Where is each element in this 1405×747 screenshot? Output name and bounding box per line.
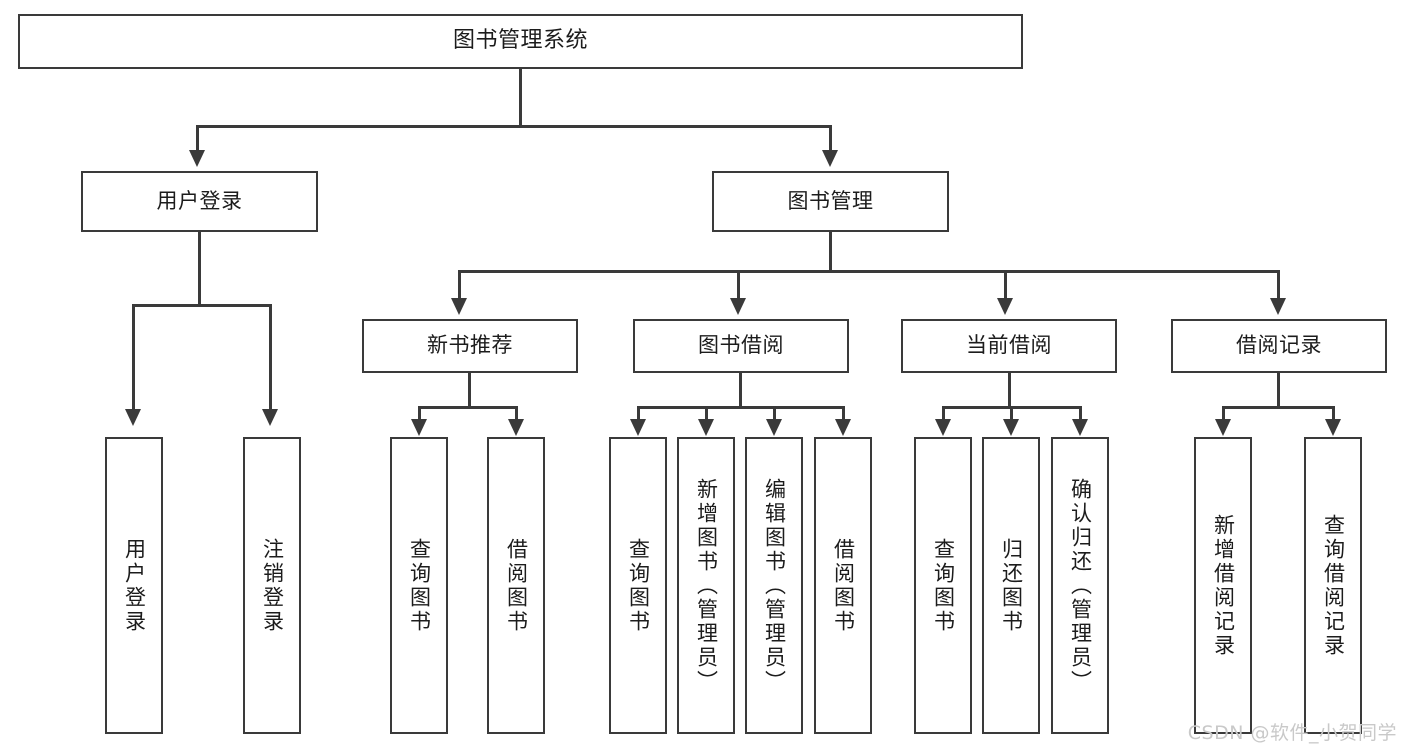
node-leaf-query-book-3-label: 查询图书	[931, 537, 956, 634]
node-leaf-user-login-label: 用户登录	[122, 537, 147, 634]
edge-bb-drop-4	[842, 406, 845, 420]
edge-cb-drop-1	[942, 406, 945, 420]
node-root-label: 图书管理系统	[452, 28, 588, 54]
edge-root-to-book-manage	[829, 125, 832, 151]
edge-root-bus	[196, 125, 832, 128]
node-leaf-edit-book[interactable]: 编辑图书（管理员）	[745, 437, 803, 734]
node-leaf-query-book-2[interactable]: 查询图书	[609, 437, 667, 734]
node-leaf-confirm-return[interactable]: 确认归还（管理员）	[1051, 437, 1109, 734]
arrowhead-borrow-record	[1270, 298, 1286, 315]
node-leaf-add-record-label: 新增借阅记录	[1211, 513, 1236, 658]
node-current-borrow-label: 当前借阅	[966, 333, 1052, 358]
node-leaf-add-book[interactable]: 新增图书（管理员）	[677, 437, 735, 734]
node-leaf-add-book-label: 新增图书（管理员）	[694, 477, 719, 694]
arrowhead-leaf-borrow-book-2	[835, 419, 851, 436]
node-borrow-record[interactable]: 借阅记录	[1171, 319, 1387, 373]
arrowhead-leaf-query-book-1	[411, 419, 427, 436]
arrowhead-leaf-query-book-2	[630, 419, 646, 436]
edge-nbr-stem	[468, 373, 471, 409]
node-leaf-logout[interactable]: 注销登录	[243, 437, 301, 734]
arrowhead-leaf-confirm-return	[1072, 419, 1088, 436]
arrowhead-book-borrow	[730, 298, 746, 315]
node-leaf-query-book-1[interactable]: 查询图书	[390, 437, 448, 734]
edge-bm-drop-4	[1277, 270, 1280, 299]
edge-br-drop-2	[1332, 406, 1335, 420]
edge-br-bus	[1222, 406, 1335, 409]
node-leaf-add-record[interactable]: 新增借阅记录	[1194, 437, 1252, 734]
node-leaf-edit-book-label: 编辑图书（管理员）	[762, 477, 787, 694]
node-root[interactable]: 图书管理系统	[18, 14, 1023, 69]
node-leaf-borrow-book-1-label: 借阅图书	[504, 537, 529, 634]
arrowhead-leaf-logout	[262, 409, 278, 426]
node-book-manage-label: 图书管理	[787, 188, 874, 213]
arrowhead-leaf-query-book-3	[935, 419, 951, 436]
edge-nbr-bus	[418, 406, 518, 409]
node-new-book-rec[interactable]: 新书推荐	[362, 319, 578, 373]
edge-cb-drop-3	[1079, 406, 1082, 420]
edge-nbr-drop-2	[515, 406, 518, 420]
arrowhead-new-book-rec	[451, 298, 467, 315]
edge-br-stem	[1277, 373, 1280, 409]
node-leaf-query-book-2-label: 查询图书	[626, 537, 651, 634]
arrowhead-leaf-return-book	[1003, 419, 1019, 436]
node-leaf-borrow-book-2[interactable]: 借阅图书	[814, 437, 872, 734]
edge-br-drop-1	[1222, 406, 1225, 420]
node-leaf-query-record-label: 查询借阅记录	[1321, 513, 1346, 658]
arrowhead-user-login	[189, 150, 205, 167]
node-leaf-return-book-label: 归还图书	[999, 537, 1024, 634]
arrowhead-leaf-borrow-book-1	[508, 419, 524, 436]
node-new-book-rec-label: 新书推荐	[427, 333, 513, 358]
node-leaf-query-book-1-label: 查询图书	[407, 537, 432, 634]
node-user-login-label: 用户登录	[156, 188, 243, 213]
edge-user-login-stem	[198, 232, 201, 306]
node-user-login[interactable]: 用户登录	[81, 171, 318, 232]
node-book-borrow-label: 图书借阅	[698, 333, 784, 358]
node-leaf-user-login[interactable]: 用户登录	[105, 437, 163, 734]
edge-user-login-drop-2	[269, 304, 272, 410]
edge-bm-drop-2	[737, 270, 740, 299]
arrowhead-leaf-edit-book	[766, 419, 782, 436]
node-leaf-return-book[interactable]: 归还图书	[982, 437, 1040, 734]
edge-root-to-user-login	[196, 125, 199, 151]
edge-book-manage-stem	[829, 232, 832, 272]
edge-bb-bus	[637, 406, 845, 409]
node-leaf-query-book-3[interactable]: 查询图书	[914, 437, 972, 734]
edge-root-stem	[519, 69, 522, 127]
edge-bm-drop-3	[1004, 270, 1007, 299]
node-leaf-borrow-book-1[interactable]: 借阅图书	[487, 437, 545, 734]
node-leaf-query-record[interactable]: 查询借阅记录	[1304, 437, 1362, 734]
node-current-borrow[interactable]: 当前借阅	[901, 319, 1117, 373]
node-leaf-logout-label: 注销登录	[260, 537, 285, 634]
arrowhead-leaf-query-record	[1325, 419, 1341, 436]
arrowhead-leaf-add-record	[1215, 419, 1231, 436]
node-leaf-confirm-return-label: 确认归还（管理员）	[1068, 477, 1093, 694]
edge-bb-stem	[739, 373, 742, 409]
edge-nbr-drop-1	[418, 406, 421, 420]
node-book-manage[interactable]: 图书管理	[712, 171, 949, 232]
arrowhead-book-manage	[822, 150, 838, 167]
edge-cb-stem	[1008, 373, 1011, 409]
edge-bb-drop-3	[773, 406, 776, 420]
arrowhead-current-borrow	[997, 298, 1013, 315]
arrowhead-leaf-user-login	[125, 409, 141, 426]
edge-user-login-drop-1	[132, 304, 135, 410]
edge-bb-drop-1	[637, 406, 640, 420]
node-borrow-record-label: 借阅记录	[1236, 333, 1322, 358]
edge-bb-drop-2	[705, 406, 708, 420]
edge-bm-drop-1	[458, 270, 461, 299]
node-book-borrow[interactable]: 图书借阅	[633, 319, 849, 373]
edge-user-login-bus	[132, 304, 269, 307]
edge-cb-drop-2	[1010, 406, 1013, 420]
arrowhead-leaf-add-book	[698, 419, 714, 436]
node-leaf-borrow-book-2-label: 借阅图书	[831, 537, 856, 634]
edge-book-manage-bus	[458, 270, 1280, 273]
watermark-text: CSDN @软件_小贺同学	[1187, 722, 1397, 744]
